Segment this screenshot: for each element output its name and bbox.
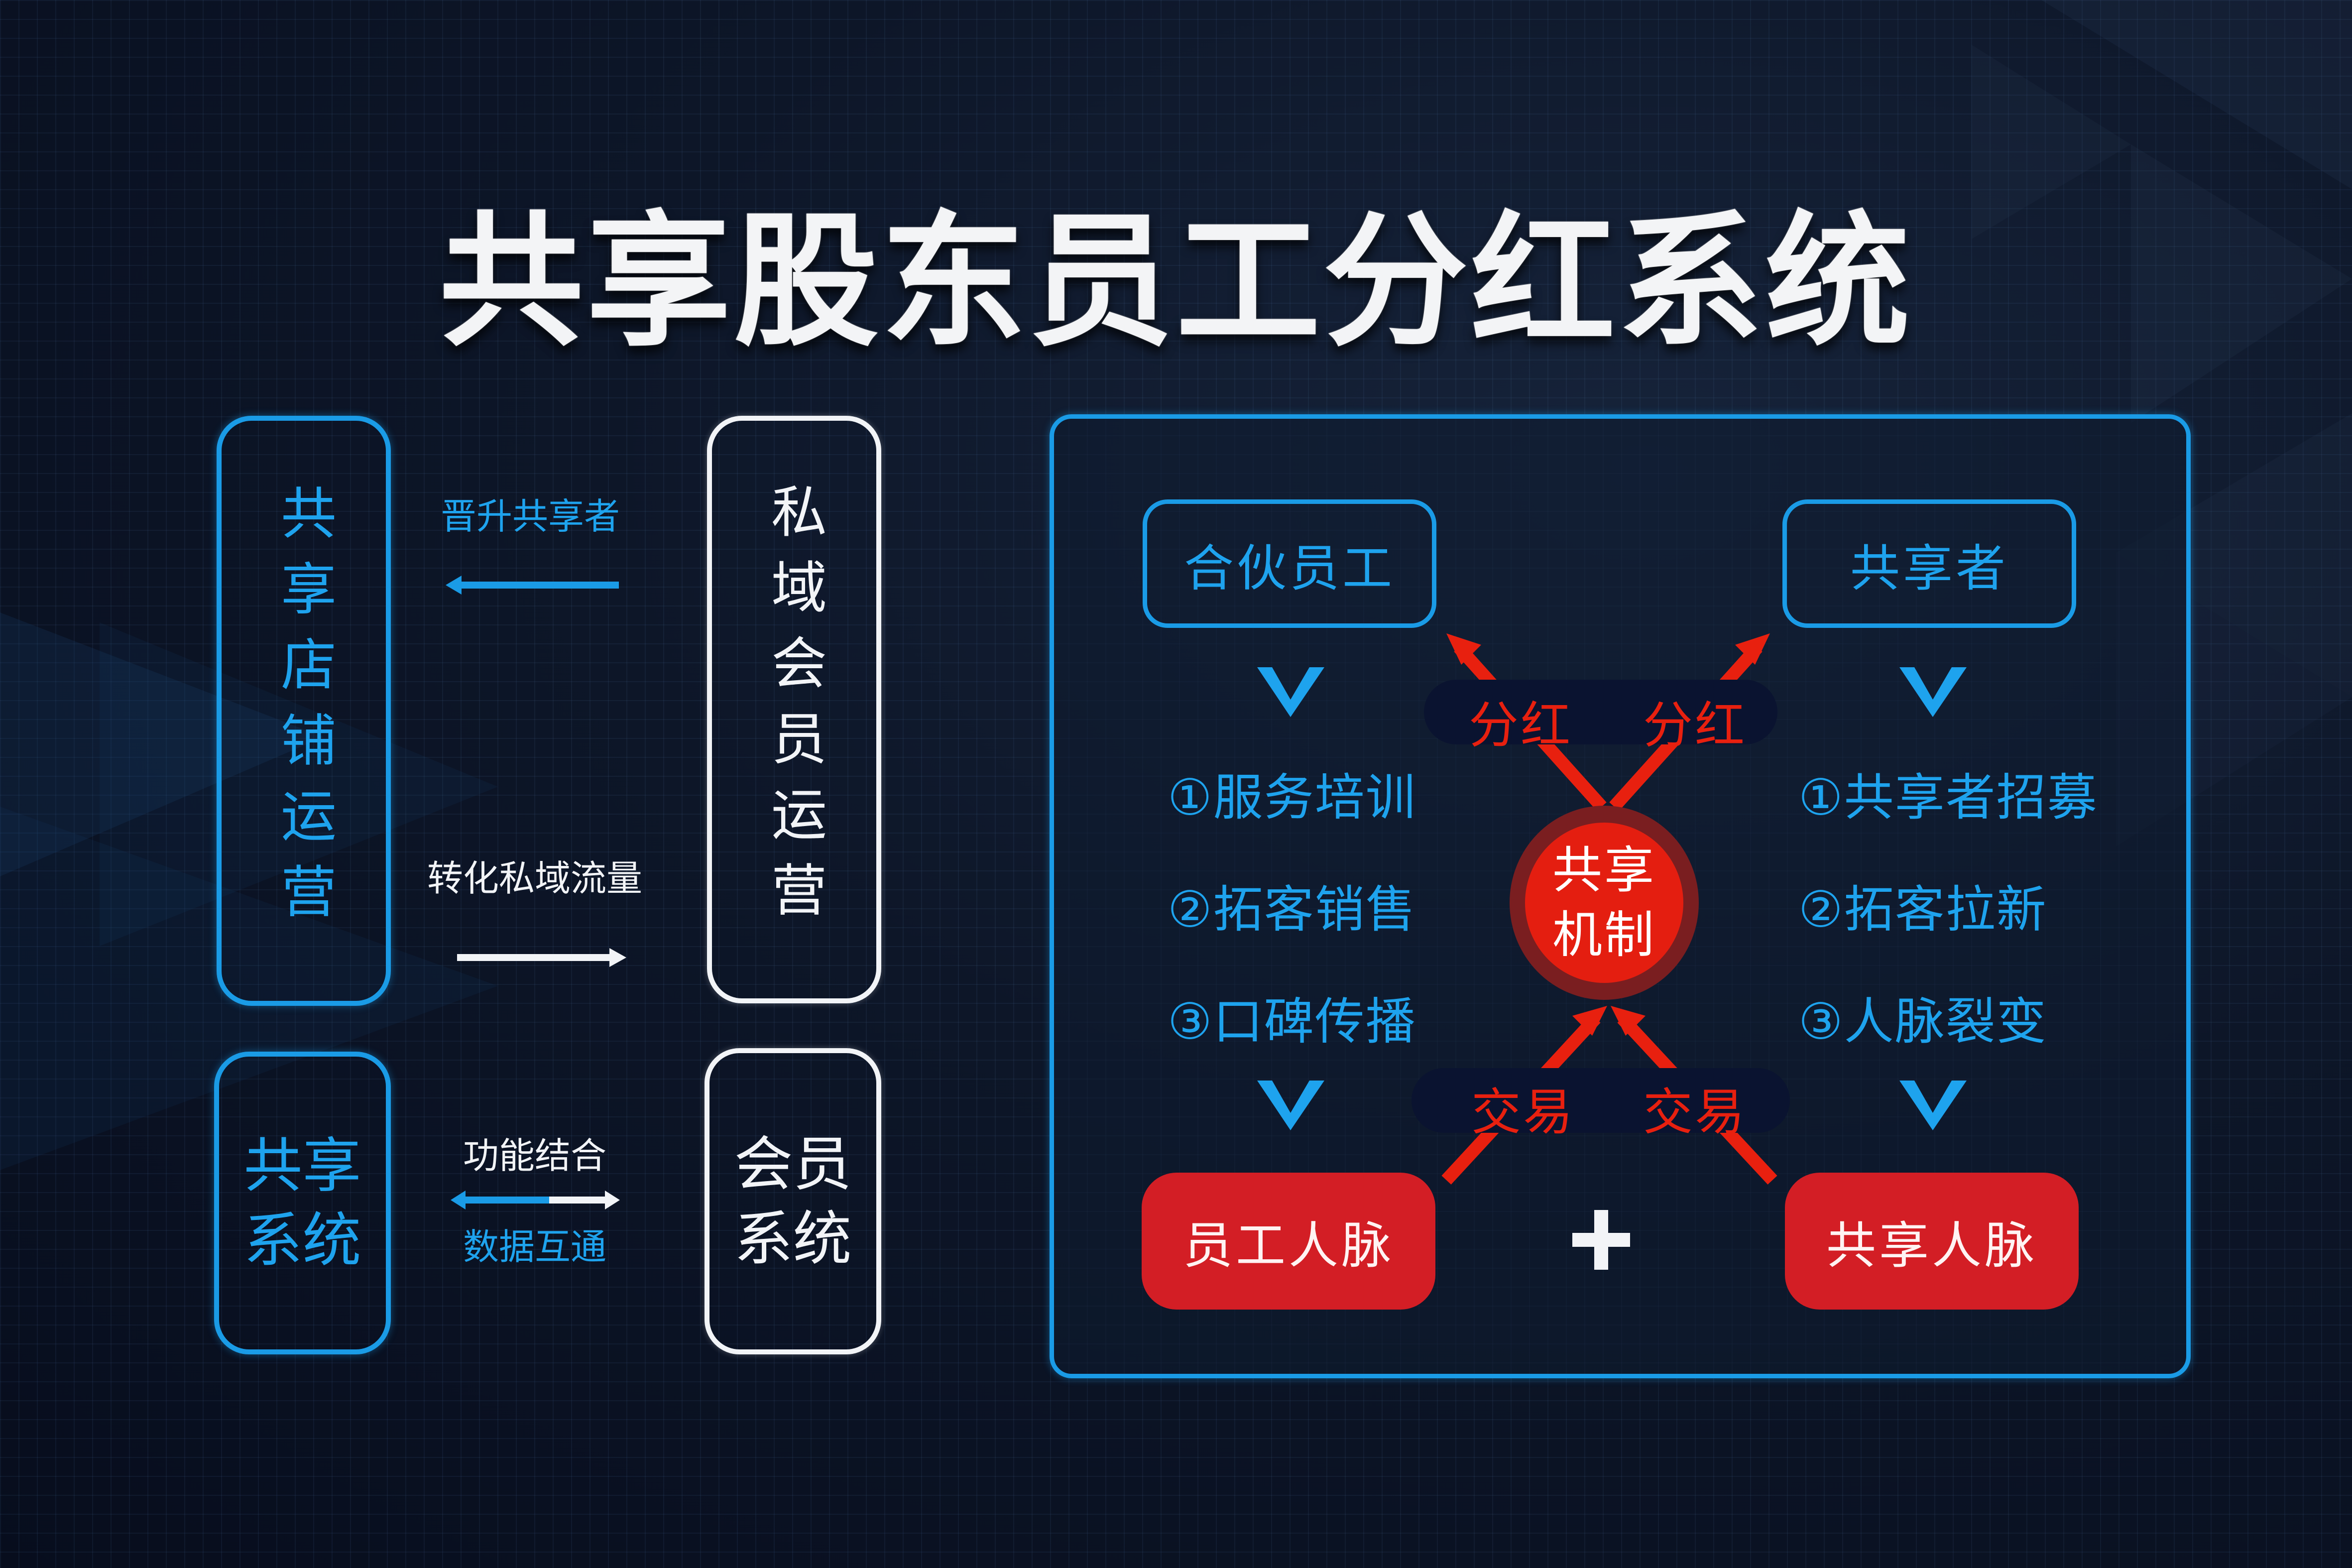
partner-employee-box: 合伙员工 (1143, 499, 1436, 628)
sharer-label: 共享者 (1850, 539, 2008, 598)
dividend-label-right: 分红 (1643, 696, 1747, 754)
chevron-down-icon (1899, 667, 1967, 717)
employee-network-label: 员工人脉 (1183, 1216, 1394, 1275)
sharer-step-1: ①共享者招募 (1798, 768, 2098, 827)
chevron-down-icon (1899, 1081, 1967, 1130)
plus-icon (1572, 1210, 1630, 1270)
core-line2: 机制 (1552, 906, 1656, 964)
function-combine-label: 功能结合 (463, 1135, 607, 1177)
data-interconnect-label: 数据互通 (463, 1226, 607, 1268)
partner-step-2: ②拓客销售 (1168, 880, 1416, 939)
sharer-network-box: 共享人脉 (1785, 1173, 2079, 1310)
sharer-step-2: ②拓客拉新 (1798, 880, 2047, 939)
chevron-down-icon (1257, 667, 1324, 717)
member-system-line1: 会员 (734, 1129, 852, 1199)
partner-step-1: ①服务培训 (1168, 768, 1416, 827)
trade-label-right: 交易 (1643, 1083, 1747, 1141)
arrow-right-icon (457, 948, 626, 967)
sharer-step-3: ③人脉裂变 (1798, 992, 2047, 1051)
private-member-operation-box: 私域会员运营 (707, 416, 881, 1003)
trade-pill (1411, 1068, 1790, 1133)
member-system-box: 会员 系统 (705, 1048, 881, 1354)
arrow-left-icon (446, 576, 619, 595)
bidirectional-arrow-icon (451, 1191, 620, 1209)
share-system-line1: 共享 (243, 1131, 361, 1200)
share-system-box: 共享 系统 (214, 1052, 391, 1354)
convert-traffic-label: 转化私域流量 (427, 857, 643, 899)
core-line1: 共享 (1552, 841, 1656, 899)
dividend-pill (1424, 680, 1777, 744)
private-member-operation-label: 私域会员运营 (762, 482, 826, 937)
dividend-label-left: 分红 (1469, 696, 1572, 754)
sharer-network-label: 共享人脉 (1826, 1216, 2037, 1275)
chevron-down-icon (1257, 1081, 1324, 1130)
shop-operation-box: 共享店铺运营 (217, 416, 391, 1006)
member-system-line2: 系统 (734, 1204, 852, 1273)
shop-operation-label: 共享店铺运营 (271, 483, 336, 938)
employee-network-box: 员工人脉 (1142, 1173, 1435, 1310)
sharing-mechanism-core: 共享 机制 (1510, 806, 1699, 1000)
partner-employee-label: 合伙员工 (1184, 539, 1395, 598)
partner-step-3: ③口碑传播 (1168, 992, 1416, 1051)
sharer-box: 共享者 (1782, 499, 2076, 628)
trade-label-left: 交易 (1471, 1083, 1575, 1141)
page-title: 共享股东员工分红系统 (439, 198, 1913, 366)
upgrade-sharer-label: 晋升共享者 (441, 495, 620, 537)
share-system-line2: 系统 (243, 1206, 361, 1275)
